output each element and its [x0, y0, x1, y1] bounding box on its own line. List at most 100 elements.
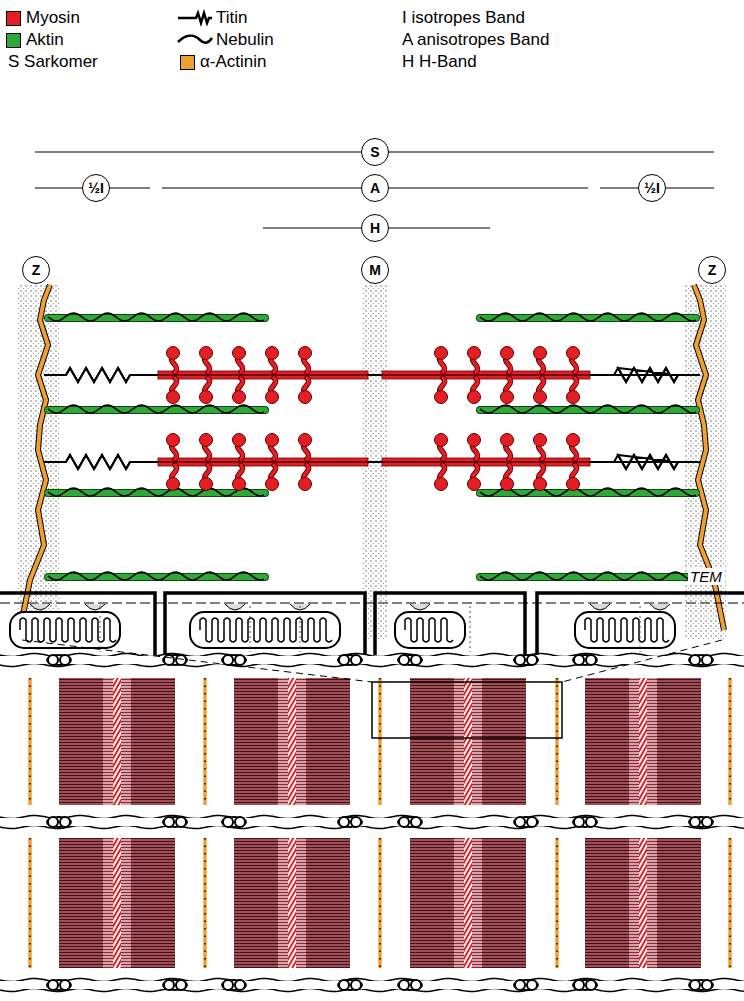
triad [163, 817, 187, 827]
illustration-part [506, 465, 511, 479]
m-line [113, 838, 121, 968]
illustration-part [534, 434, 547, 447]
illustration-part [527, 980, 537, 990]
illustration-part [338, 980, 362, 990]
myosin-head [266, 465, 279, 491]
nebulin-sample [178, 36, 212, 43]
illustration-part [351, 980, 361, 990]
illustration-part [271, 445, 276, 459]
illustration-part [238, 378, 243, 392]
illustration-part [440, 358, 445, 372]
triad [398, 817, 422, 827]
h-band [629, 678, 657, 805]
illustration-part [164, 655, 174, 665]
triad [573, 655, 597, 665]
illustration-part [304, 465, 309, 479]
illustration-part [172, 465, 177, 479]
triad [689, 817, 713, 827]
legend-text: Titin [216, 8, 248, 28]
illustration-part [222, 655, 246, 665]
z-line [28, 678, 32, 805]
illustration-part [266, 347, 279, 360]
band-letter: H [370, 221, 380, 235]
illustration-part [304, 378, 309, 392]
illustration-part [435, 478, 448, 491]
illustration-part [47, 817, 71, 827]
myosin-head [501, 347, 514, 373]
z-line-dots [556, 678, 558, 805]
illustration-part [440, 465, 445, 479]
band-letter: A [370, 181, 380, 195]
actin-outline [48, 314, 265, 322]
myosin-head [299, 434, 312, 460]
illustration-part [586, 980, 596, 990]
nebulin-strand [480, 488, 696, 496]
legend-swatch [6, 33, 21, 48]
myosin-head [468, 347, 481, 373]
mitochondrion [10, 612, 120, 648]
illustration-part [435, 391, 448, 404]
illustration-part [514, 655, 538, 665]
illustration-part [506, 358, 511, 372]
nebulin-strand [48, 488, 264, 496]
illustration-part [304, 358, 309, 372]
nebulin-strand [48, 572, 264, 580]
illustration-part [567, 478, 580, 491]
caveola [650, 604, 670, 610]
illustration-part [473, 445, 478, 459]
illustration-part [167, 391, 180, 404]
illustration-part [539, 378, 544, 392]
illustration-part [205, 378, 210, 392]
illustration-part [572, 445, 577, 459]
illustration-part [205, 465, 210, 479]
triad [689, 980, 713, 990]
illustration-part [172, 445, 177, 459]
illustration-part [574, 655, 584, 665]
illustration-part [506, 378, 511, 392]
band-circle: Z [698, 256, 726, 284]
illustration-part [238, 465, 243, 479]
myosin-head [501, 465, 514, 491]
z-line-dots [29, 678, 31, 805]
illustration-part [238, 378, 243, 392]
triad [338, 980, 362, 990]
illustration-part [172, 358, 177, 372]
h-band [278, 678, 306, 805]
myosin-head [200, 434, 213, 460]
illustration-part [339, 980, 349, 990]
illustration-part [299, 391, 312, 404]
legend-swatch [180, 55, 195, 70]
illustration-part [573, 980, 597, 990]
illustration-part [515, 655, 525, 665]
actin-outline [48, 406, 265, 414]
illustration-part [567, 347, 580, 360]
cristae [405, 618, 453, 642]
caveola [30, 604, 50, 610]
illustration-part [440, 358, 445, 372]
illustration-part [689, 980, 713, 990]
illustration-part [539, 445, 544, 459]
illustration-part [60, 655, 70, 665]
myosin-head [167, 347, 180, 373]
tubule [470, 606, 471, 652]
illustration-part [689, 817, 713, 827]
illustration-part [233, 478, 246, 491]
mitochondrion [395, 612, 465, 648]
illustration-part [440, 445, 445, 459]
actin-outline [48, 573, 265, 581]
illustration-part [172, 358, 177, 372]
illustration-part [266, 434, 279, 447]
illustration-part [222, 980, 246, 990]
illustration-part [567, 391, 580, 404]
illustration-part [539, 358, 544, 372]
stipple-bands [18, 285, 726, 640]
cristae [585, 618, 669, 642]
sarcolemma-inner [0, 603, 744, 604]
a-band [234, 678, 350, 805]
triad [514, 980, 538, 990]
caveola [410, 604, 430, 610]
mitochondrion [190, 612, 340, 648]
illustration-part [501, 391, 514, 404]
illustration-part [338, 817, 362, 827]
illustration-part [271, 378, 276, 392]
